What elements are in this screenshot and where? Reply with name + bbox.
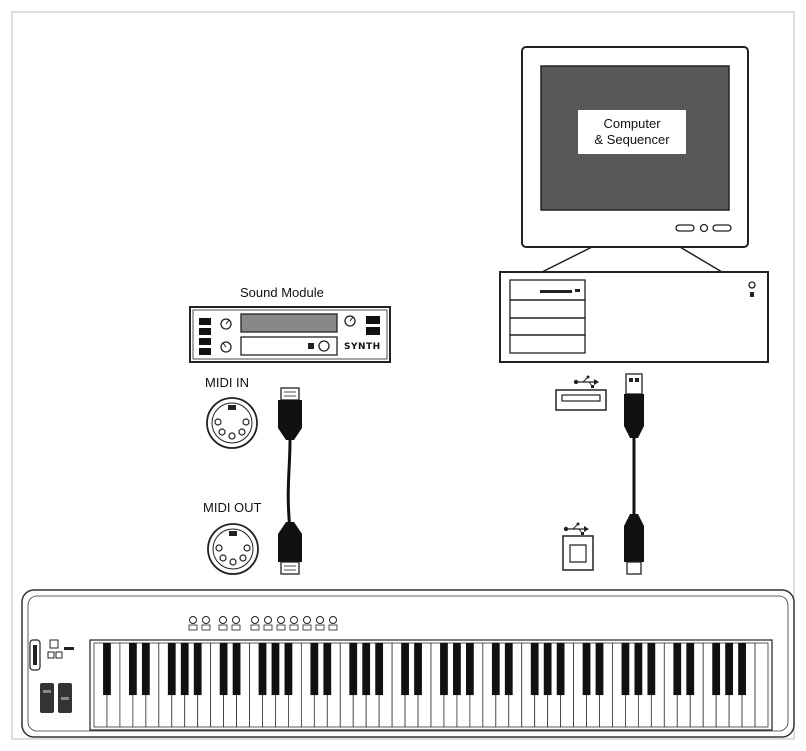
control-button-base [218, 624, 228, 631]
black-key [284, 643, 293, 696]
control-button-base [188, 624, 198, 631]
module-knob-1 [220, 318, 232, 330]
black-key [323, 643, 332, 696]
control-button-base [289, 624, 299, 631]
sound-module-label: Sound Module [240, 285, 324, 300]
black-key [673, 643, 682, 696]
usb-symbol-icon [563, 522, 589, 535]
computer-sequencer-label: Computer & Sequencer [578, 110, 686, 154]
monitor-power-button [699, 223, 709, 233]
control-button-base [315, 624, 325, 631]
usb-cable [624, 373, 644, 575]
control-button-base [231, 624, 241, 631]
control-button [264, 616, 272, 624]
black-key [491, 643, 500, 696]
control-button [202, 616, 210, 624]
drive-bay-4 [509, 334, 586, 354]
control-button-base [328, 624, 338, 631]
black-key [128, 643, 137, 696]
control-button [303, 616, 311, 624]
usb-b-port-icon [562, 535, 594, 571]
control-button [251, 616, 259, 624]
usb-symbol-icon [573, 375, 599, 388]
midi-in-connector [206, 397, 258, 449]
black-key [414, 643, 422, 696]
computer-monitor [521, 46, 749, 273]
black-key [375, 643, 384, 696]
black-key [725, 643, 734, 696]
module-display [240, 313, 338, 333]
black-key [167, 643, 176, 696]
black-key [401, 643, 409, 696]
midi-in-label: MIDI IN [205, 375, 250, 390]
black-key [556, 643, 565, 696]
midi-keyboard [21, 589, 795, 738]
control-button [329, 616, 337, 624]
black-key [712, 643, 721, 696]
computer-label-line2: & Sequencer [594, 132, 670, 147]
control-button-base [201, 624, 211, 631]
control-button [189, 616, 197, 624]
black-key [180, 643, 189, 696]
black-key [362, 643, 371, 696]
midi-out-label: MIDI OUT [203, 500, 262, 515]
black-key [219, 643, 228, 696]
black-key [634, 643, 643, 696]
black-key [543, 643, 552, 696]
diagram-frame [11, 11, 795, 740]
control-button-base [302, 624, 312, 631]
control-button [232, 616, 240, 624]
computer-label-line1: Computer [603, 116, 661, 131]
black-key [530, 643, 539, 696]
black-key [453, 643, 461, 696]
black-key [232, 643, 241, 696]
black-key [595, 643, 604, 696]
control-button [290, 616, 298, 624]
control-button-base [276, 624, 286, 631]
computer-case [499, 271, 769, 363]
pitch-wheel [40, 683, 54, 713]
midi-cable [278, 387, 302, 575]
control-button-base [250, 624, 260, 631]
black-key [440, 643, 448, 696]
black-key [582, 643, 591, 696]
black-key [310, 643, 319, 696]
control-button [316, 616, 324, 624]
white-key [754, 642, 769, 728]
synth-badge: SYNTH [344, 342, 381, 352]
control-button-base [263, 624, 273, 631]
black-key [349, 643, 358, 696]
sound-module [189, 306, 391, 363]
black-key [738, 643, 746, 696]
monitor-button-right [712, 224, 732, 232]
black-key [271, 643, 280, 696]
black-key [141, 643, 150, 696]
black-key [686, 643, 695, 696]
control-button [277, 616, 285, 624]
black-key [504, 643, 513, 696]
module-knob-2 [220, 341, 232, 353]
piano-keys [93, 642, 769, 728]
black-key [103, 643, 111, 696]
midi-out-connector [207, 523, 259, 575]
control-button [219, 616, 227, 624]
usb-a-port-icon [555, 389, 607, 411]
case-power-button [748, 281, 756, 289]
black-key [258, 643, 267, 696]
black-key [647, 643, 656, 696]
keyboard-control-buttons [188, 616, 338, 631]
black-key [621, 643, 630, 696]
black-key [465, 643, 474, 696]
black-key [193, 643, 202, 696]
monitor-button-left [675, 224, 695, 232]
